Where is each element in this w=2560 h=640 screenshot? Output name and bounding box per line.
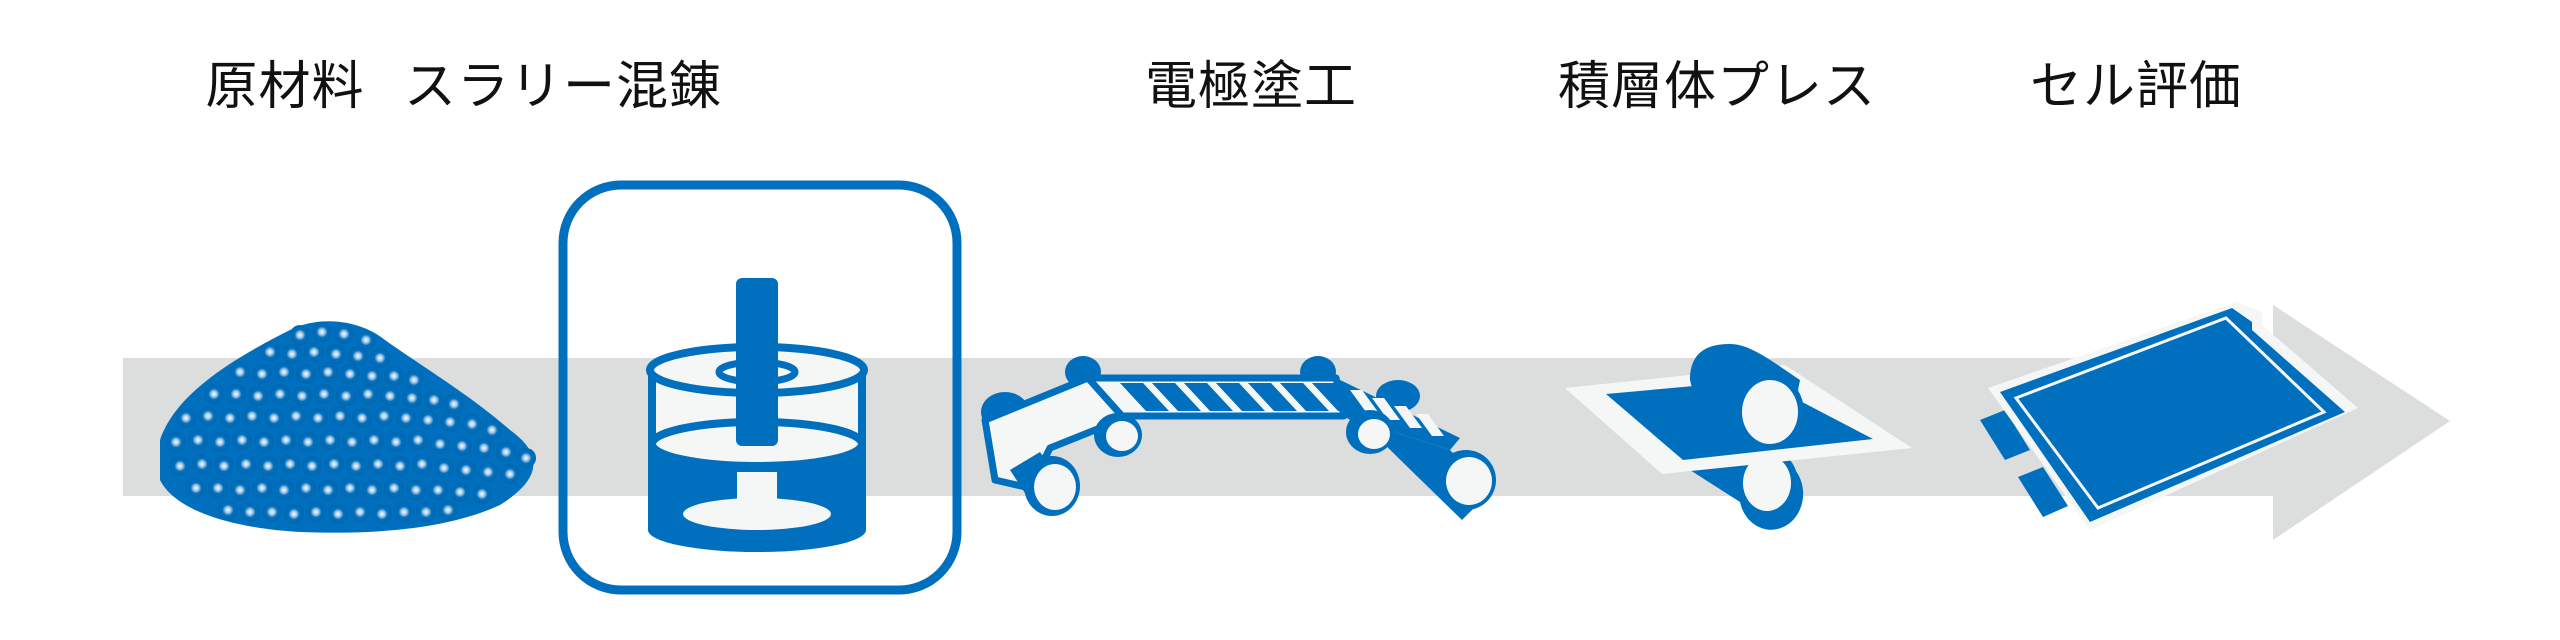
stage-label-slurry-mixing: スラリー混錬 xyxy=(403,57,723,117)
stage-label-cell-evaluation: セル評価 xyxy=(2029,57,2243,117)
conveyor-coater-icon xyxy=(981,356,1496,520)
stage-label-electrode-coating: 電極塗工 xyxy=(1144,57,1358,117)
mixer-tank-icon xyxy=(646,278,868,552)
stage-label-stack-press: 積層体プレス xyxy=(1557,57,1877,117)
roll-press-icon xyxy=(1565,344,1912,530)
stage-highlight-frame xyxy=(558,180,962,595)
stage-label-raw-materials: 原材料 xyxy=(205,57,365,117)
particle-pile-icon xyxy=(160,321,536,533)
pouch-cell-icon xyxy=(1980,302,2358,530)
